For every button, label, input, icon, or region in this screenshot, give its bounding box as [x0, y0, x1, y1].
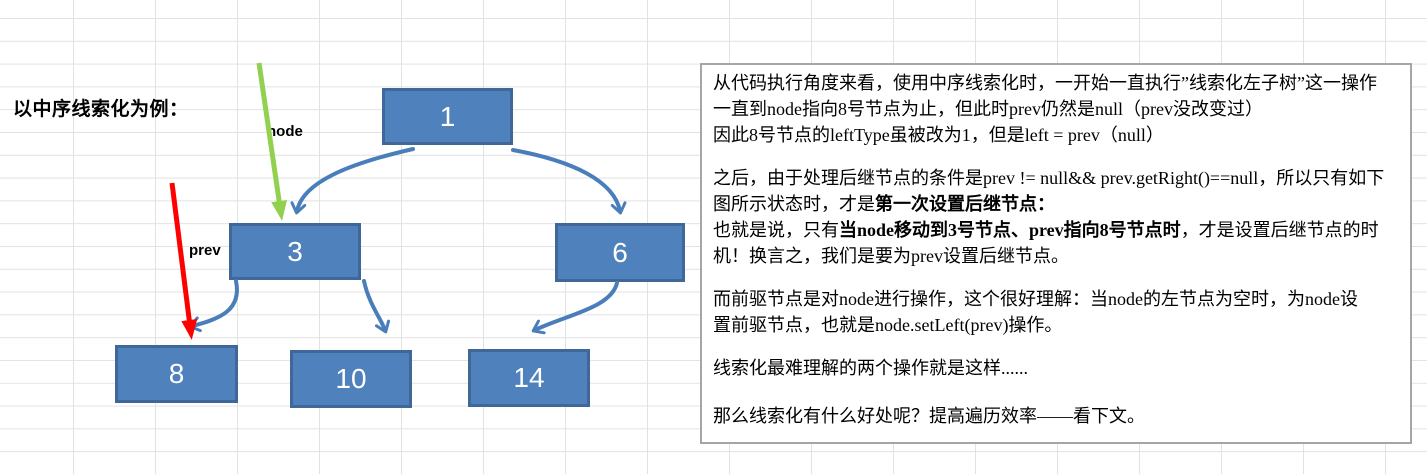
text-line: 之后，由于处理后继节点的条件是prev != null&& prev.getRi… — [713, 168, 1385, 188]
text-line: 而前驱节点是对node进行操作，这个很好理解：当node的左节点为空时，为nod… — [713, 289, 1358, 309]
edge-6-to-14[interactable] — [531, 281, 619, 335]
prev-pointer-arrow[interactable] — [169, 182, 198, 340]
text-line: 线索化最难理解的两个操作就是这样...... — [713, 358, 1028, 378]
text-line: 也就是说，只有当node移动到3号节点、prev指向8号节点时，才是设置后继节点… — [713, 220, 1379, 240]
edge-1-to-3[interactable] — [290, 147, 415, 215]
prev-pointer-label[interactable]: prev — [189, 242, 221, 259]
paragraph: 而前驱节点是对node进行操作，这个很好理解：当node的左节点为空时，为nod… — [713, 286, 1400, 338]
paragraph: 之后，由于处理后继节点的条件是prev != null&& prev.getRi… — [713, 165, 1400, 269]
text-line: 一直到node指向8号节点为止，但此时prev仍然是null（prev没改变过） — [713, 99, 1263, 119]
tree-node-14[interactable]: 14 — [468, 349, 590, 407]
text-line: 置前驱节点，也就是node.setLeft(prev)操作。 — [713, 315, 1063, 335]
text-line: 从代码执行角度来看，使用中序线索化时，一开始一直执行”线索化左子树”这一操作 — [713, 73, 1377, 93]
tree-node-8[interactable]: 8 — [115, 345, 238, 403]
explanation-textbox[interactable]: 从代码执行角度来看，使用中序线索化时，一开始一直执行”线索化左子树”这一操作一直… — [700, 63, 1412, 444]
tree-node-10[interactable]: 10 — [290, 350, 412, 408]
tree-node-3[interactable]: 3 — [229, 223, 361, 280]
text-line: 因此8号节点的leftType虽被改为1，但是left = prev（null） — [713, 125, 1164, 145]
text-line: 那么线索化有什么好处呢？提高遍历效率——看下文。 — [713, 406, 1145, 426]
diagram-title[interactable]: 以中序线索化为例： — [13, 99, 189, 120]
tree-node-1[interactable]: 1 — [382, 88, 513, 145]
paragraph: 从代码执行角度来看，使用中序线索化时，一开始一直执行”线索化左子树”这一操作一直… — [713, 70, 1400, 148]
edge-3-to-8[interactable] — [188, 279, 239, 333]
edge-3-to-10[interactable] — [362, 279, 391, 334]
paragraph: 线索化最难理解的两个操作就是这样...... — [713, 355, 1400, 381]
paragraph: 那么线索化有什么好处呢？提高遍历效率——看下文。 — [713, 403, 1400, 429]
node-pointer-label[interactable]: node — [267, 123, 303, 140]
textbox-content: 从代码执行角度来看，使用中序线索化时，一开始一直执行”线索化左子树”这一操作一直… — [713, 70, 1400, 429]
edge-1-to-6[interactable] — [511, 148, 627, 215]
text-line: 图所示状态时，才是第一次设置后继节点： — [713, 194, 1055, 214]
tree-node-6[interactable]: 6 — [555, 223, 685, 282]
text-line: 机！换言之，我们是要为prev设置后继节点。 — [713, 246, 1069, 266]
